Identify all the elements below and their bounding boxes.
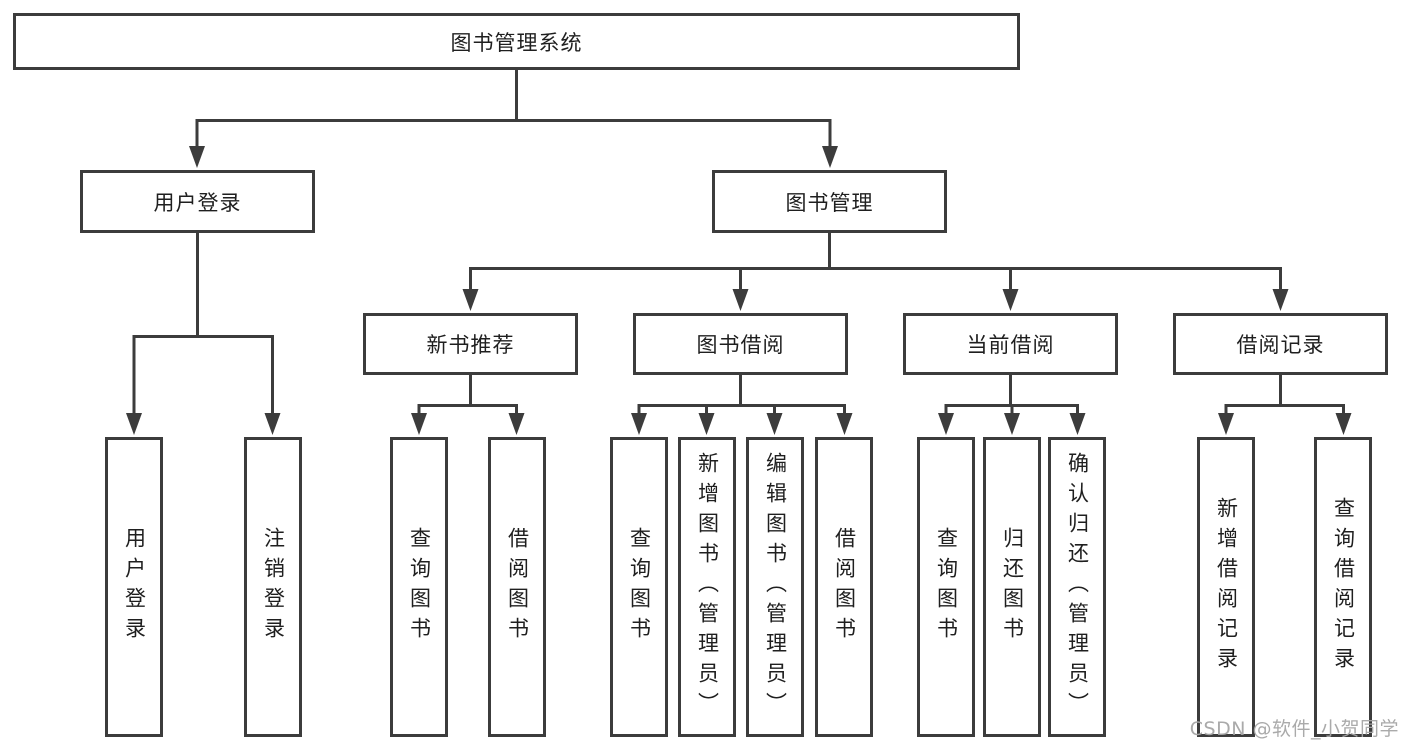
leaf-confirm-return-admin: 确认归还（管理员） xyxy=(1048,437,1106,737)
node-library-management-system: 图书管理系统 xyxy=(13,13,1020,70)
leaf-query-borrow-record: 查询借阅记录 xyxy=(1314,437,1372,737)
leaf-borrow-books: 借阅图书 xyxy=(815,437,873,737)
leaf-edit-book-admin: 编辑图书（管理员） xyxy=(746,437,804,737)
csdn-watermark: CSDN @软件_小贺同学 xyxy=(1189,718,1399,740)
leaf-add-borrow-record: 新增借阅记录 xyxy=(1197,437,1255,737)
leaf-query-books-recommendation: 查询图书 xyxy=(390,437,448,737)
leaf-query-books-current: 查询图书 xyxy=(917,437,975,737)
node-book-management: 图书管理 xyxy=(712,170,947,233)
node-current-borrowing: 当前借阅 xyxy=(903,313,1118,375)
node-user-login: 用户登录 xyxy=(80,170,315,233)
node-new-book-recommendation: 新书推荐 xyxy=(363,313,578,375)
leaf-return-book: 归还图书 xyxy=(983,437,1041,737)
leaf-logout: 注销登录 xyxy=(244,437,302,737)
node-borrowing-records: 借阅记录 xyxy=(1173,313,1388,375)
arrowheads xyxy=(126,146,1352,435)
leaf-borrow-books-recommendation: 借阅图书 xyxy=(488,437,546,737)
node-book-borrowing: 图书借阅 xyxy=(633,313,848,375)
leaf-user-login: 用户登录 xyxy=(105,437,163,737)
leaf-add-book-admin: 新增图书（管理员） xyxy=(678,437,736,737)
leaf-query-books-borrowing: 查询图书 xyxy=(610,437,668,737)
